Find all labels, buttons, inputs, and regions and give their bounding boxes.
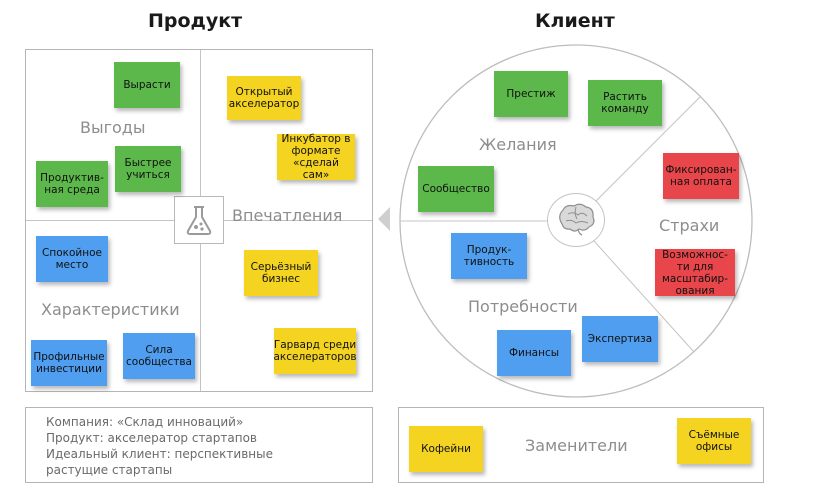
info-company: Компания: «Склад инноваций» <box>46 415 244 429</box>
note-open-accelerator: Открытый акселератор <box>227 76 301 120</box>
section-needs: Потребности <box>468 297 578 316</box>
product-title: Продукт <box>148 10 243 32</box>
brain-icon <box>547 193 605 247</box>
flask-icon <box>174 196 224 244</box>
section-substitutes: Заменители <box>525 436 628 455</box>
client-title: Клиент <box>535 10 615 32</box>
note-grow-team: Растить команду <box>588 80 662 126</box>
info-ideal-client-cont: растущие стартапы <box>46 463 173 477</box>
substitutes-box: Заменители Кофейни Съёмные офисы <box>398 407 764 483</box>
note-fixed-pay: Фиксирован-ная оплата <box>663 153 739 199</box>
note-community-strength: Сила сообщества <box>123 333 195 379</box>
note-scaling: Возможнос-ти для масштабир-ования <box>655 249 735 297</box>
note-profile-investments: Профильные инвестиции <box>31 340 107 386</box>
arrow-left-icon <box>378 207 390 231</box>
note-incubator: Инкубатор в формате «сделай сам» <box>277 133 355 181</box>
section-experiences: Впечатления <box>232 206 343 225</box>
note-finance: Финансы <box>497 330 571 376</box>
note-expertise: Экспертиза <box>582 316 658 362</box>
info-text: Компания: «Склад инноваций» Продукт: акс… <box>46 414 273 478</box>
note-cafes: Кофейни <box>409 426 483 472</box>
section-fears: Страхи <box>659 216 720 235</box>
section-benefits: Выгоды <box>80 118 146 137</box>
note-productive-env: Продуктив-ная среда <box>36 161 108 207</box>
info-product: Продукт: акселератор стартапов <box>46 431 258 445</box>
section-features: Характеристики <box>41 300 180 319</box>
info-ideal-client: Идеальный клиент: перспективные <box>46 447 273 461</box>
note-harvard: Гарвард среди акселераторов <box>273 328 357 374</box>
note-rented-offices: Съёмные офисы <box>677 418 751 464</box>
product-canvas: Выгоды Впечатления Характеристики Выраст… <box>25 49 373 392</box>
note-community: Сообщество <box>418 166 494 212</box>
note-calm-place: Спокойное место <box>36 236 108 282</box>
note-prestige: Престиж <box>494 71 568 117</box>
note-learn-faster: Быстрее учиться <box>115 146 181 192</box>
info-box: Компания: «Склад инноваций» Продукт: акс… <box>25 407 373 483</box>
note-productivity: Продук-тивность <box>451 233 527 279</box>
note-serious-business: Серьёзный бизнес <box>244 250 318 296</box>
section-wants: Желания <box>479 135 557 154</box>
note-grow: Вырасти <box>114 62 180 108</box>
